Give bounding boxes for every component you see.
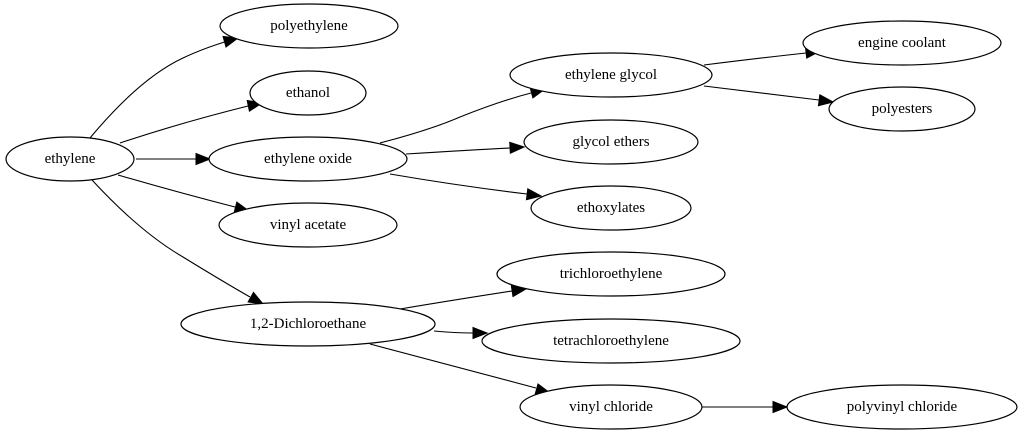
node-ellipse	[523, 119, 699, 165]
edge-line	[117, 174, 236, 208]
node-vinyl-acetate: vinyl acetate	[218, 202, 398, 248]
edge-vinyl-chloride-to-polyvinyl-chloride	[702, 400, 789, 414]
node-ellipse	[218, 202, 398, 248]
node-label: ethylene glycol	[565, 67, 657, 83]
node-ellipse	[219, 3, 399, 49]
node-label: ethylene oxide	[264, 151, 352, 167]
arrowhead	[525, 188, 543, 201]
edge-dichloroethane-to-tetrachloroethylene	[433, 326, 489, 340]
node-ellipse	[828, 86, 976, 132]
edge-line	[399, 290, 513, 310]
edge-ethylene-to-polyethylene	[89, 35, 240, 139]
node-tetrachloroethylene: tetrachloroethylene	[481, 318, 741, 364]
edge-ethylene-glycol-to-polyesters	[703, 85, 835, 107]
edge-ethylene-oxide-to-ethylene-glycol	[379, 86, 547, 144]
edges-layer	[89, 35, 835, 414]
edge-line	[369, 343, 537, 389]
arrowhead	[509, 141, 526, 155]
edge-line	[379, 92, 532, 144]
edge-ethylene-oxide-to-glycol-ethers	[405, 141, 526, 155]
node-label: tetrachloroethylene	[553, 333, 669, 349]
edge-dichloroethane-to-trichloroethylene	[399, 285, 528, 310]
node-label: polyvinyl chloride	[847, 399, 958, 415]
arrowhead	[472, 326, 489, 340]
node-ellipse	[802, 20, 1002, 66]
node-ellipse	[496, 251, 726, 297]
node-label: glycol ethers	[572, 134, 649, 150]
edge-ethylene-to-dichloroethane	[91, 179, 265, 305]
arrowhead	[772, 400, 789, 414]
node-label: ethylene	[45, 151, 96, 167]
node-ellipse	[481, 318, 741, 364]
node-label: polyethylene	[270, 18, 348, 34]
arrowhead	[817, 93, 835, 107]
node-ethylene-oxide: ethylene oxide	[208, 136, 408, 182]
node-label: engine coolant	[858, 35, 947, 51]
edge-ethylene-glycol-to-engine-coolant	[703, 46, 822, 66]
node-ethylene: ethylene	[5, 136, 135, 182]
node-label: vinyl acetate	[270, 217, 347, 233]
node-polyethylene: polyethylene	[219, 3, 399, 49]
arrowhead	[195, 152, 212, 166]
edge-line	[405, 147, 511, 155]
node-ellipse	[5, 136, 135, 182]
node-polyvinyl-chloride: polyvinyl chloride	[786, 384, 1018, 430]
node-ethoxylates: ethoxylates	[530, 185, 692, 231]
edge-line	[703, 85, 820, 101]
node-label: vinyl chloride	[569, 399, 653, 415]
node-dichloroethane: 1,2-Dichloroethane	[180, 301, 436, 347]
node-polyesters: polyesters	[828, 86, 976, 132]
node-trichloroethylene: trichloroethylene	[496, 251, 726, 297]
arrowhead	[247, 291, 265, 305]
node-label: 1,2-Dichloroethane	[250, 316, 367, 332]
nodes-layer: ethylene polyethylene ethanol ethylene oxid…	[5, 3, 1018, 430]
node-ellipse	[509, 52, 713, 98]
edge-line	[389, 173, 528, 195]
edge-line	[91, 179, 251, 298]
edge-line	[119, 105, 249, 144]
edge-line	[703, 52, 807, 66]
arrowhead	[222, 35, 240, 48]
node-ethanol: ethanol	[249, 70, 367, 116]
node-engine-coolant: engine coolant	[802, 20, 1002, 66]
node-ellipse	[530, 185, 692, 231]
node-label: ethoxylates	[577, 200, 645, 216]
node-glycol-ethers: glycol ethers	[523, 119, 699, 165]
node-ellipse	[208, 136, 408, 182]
edge-line	[89, 37, 239, 139]
node-vinyl-chloride: vinyl chloride	[519, 384, 703, 430]
node-ellipse	[180, 301, 436, 347]
edge-ethylene-to-vinyl-acetate	[117, 174, 251, 214]
edge-line	[433, 330, 474, 334]
edge-ethylene-oxide-to-ethoxylates	[389, 173, 543, 201]
node-ellipse	[249, 70, 367, 116]
edge-ethylene-to-ethylene-oxide	[136, 152, 212, 166]
node-label: polyesters	[872, 101, 933, 117]
node-label: trichloroethylene	[560, 266, 663, 282]
node-ellipse	[786, 384, 1018, 430]
node-ellipse	[519, 384, 703, 430]
edge-ethylene-to-ethanol	[119, 99, 264, 144]
node-ethylene-glycol: ethylene glycol	[509, 52, 713, 98]
node-label: ethanol	[286, 85, 330, 101]
